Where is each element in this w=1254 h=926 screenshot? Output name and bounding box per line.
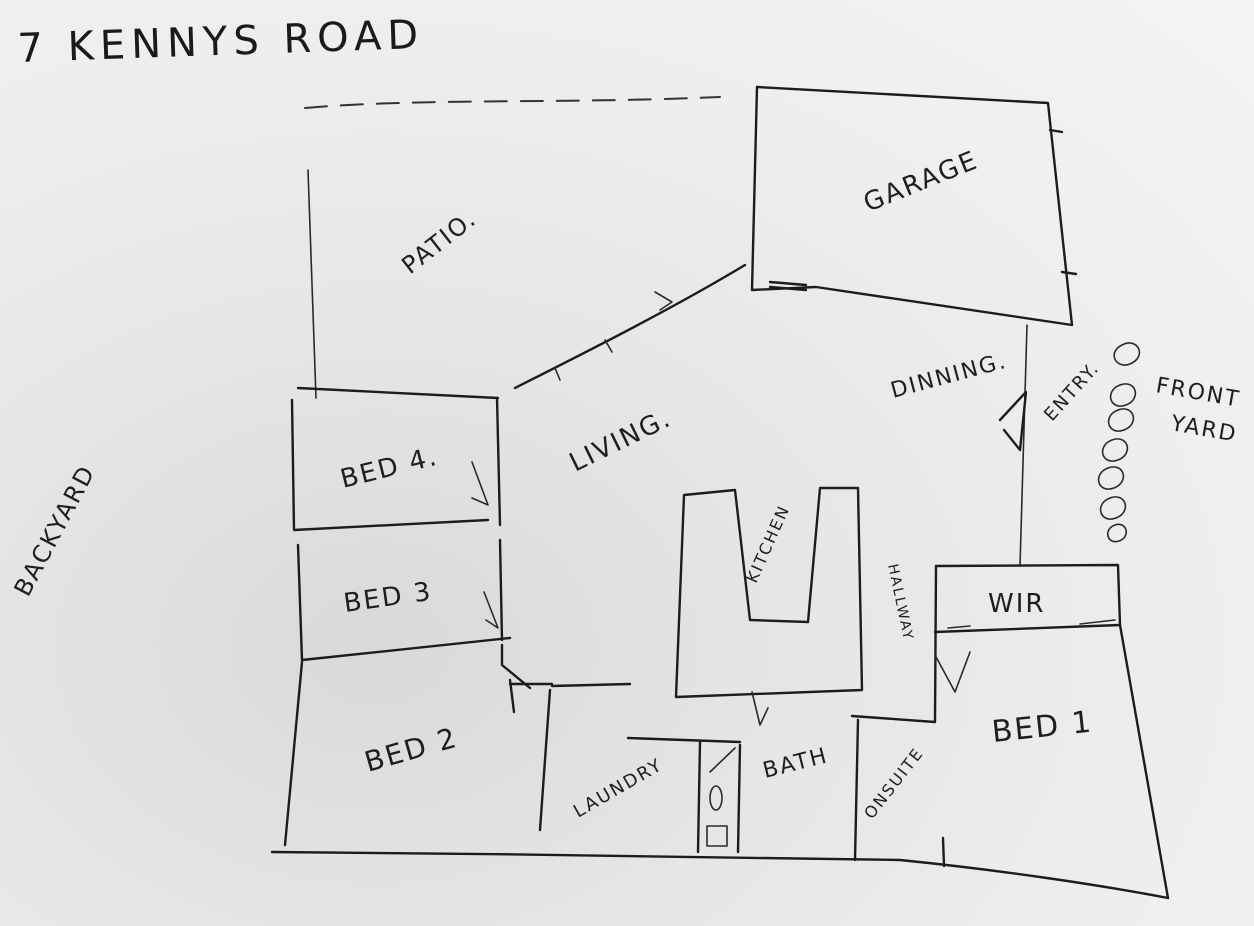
bed4-outline bbox=[290, 386, 502, 532]
entry-wall bbox=[998, 324, 1028, 567]
patio-outline bbox=[304, 96, 721, 399]
label-front-yard-2: YARD bbox=[1168, 411, 1239, 447]
label-wir: WIR bbox=[988, 589, 1045, 619]
label-kitchen: KITCHEN bbox=[742, 502, 793, 586]
garage-outline bbox=[750, 85, 1078, 327]
bed3-outline bbox=[296, 538, 512, 662]
label-entry: ENTRY. bbox=[1040, 358, 1104, 426]
label-front-yard-1: FRONT bbox=[1154, 373, 1242, 412]
wet-areas-outline bbox=[538, 563, 1122, 868]
label-dinning: DINNING. bbox=[888, 349, 1010, 404]
label-living: LIVING. bbox=[565, 403, 677, 478]
label-bed2: BED 2 bbox=[361, 721, 462, 779]
label-bed1: BED 1 bbox=[990, 705, 1094, 750]
label-patio: PATIO. bbox=[396, 204, 482, 279]
plan-title: 7 KENNYS ROAD bbox=[17, 12, 425, 72]
kitchen-outline bbox=[674, 486, 864, 699]
label-garage: GARAGE bbox=[859, 145, 982, 218]
label-backyard: BACKYARD bbox=[9, 460, 102, 601]
bed1-outline bbox=[1118, 623, 1170, 900]
label-bed4: BED 4. bbox=[337, 442, 441, 495]
label-bath: BATH bbox=[760, 743, 830, 783]
hedge-shrubs bbox=[1097, 342, 1141, 543]
label-laundry: LAUNDRY bbox=[570, 754, 667, 822]
bottom-wall bbox=[270, 850, 1170, 900]
bed2-outline bbox=[283, 643, 554, 847]
label-bed3: BED 3 bbox=[342, 577, 434, 619]
label-hallway: HALLWAY bbox=[884, 563, 916, 643]
sliding-door bbox=[513, 263, 747, 390]
label-onsuite: ONSUITE bbox=[860, 744, 927, 823]
